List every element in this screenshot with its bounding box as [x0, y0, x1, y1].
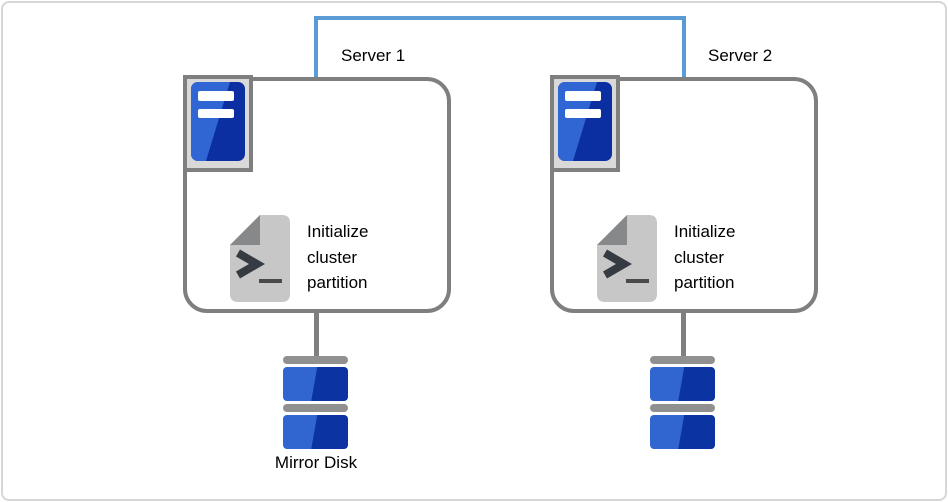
script-action-label: Initialize cluster partition: [674, 222, 736, 292]
disk-label: Mirror Disk: [274, 453, 358, 472]
disk-platter: [283, 367, 348, 401]
disk-platter: [650, 415, 715, 449]
server-node-1: Server 1: [183, 0, 451, 502]
disk-connector-line: [681, 311, 686, 358]
server-tower-icon: [191, 81, 245, 166]
disk-separator: [283, 404, 348, 412]
script-terminal-icon: [230, 215, 290, 302]
server-interconnect-line: [314, 16, 686, 77]
disk-platter: [650, 367, 715, 401]
server-badge: [550, 75, 620, 172]
script-action-label: Initialize cluster partition: [307, 222, 369, 292]
server-node-2: Server 2: [550, 0, 818, 502]
server-name-label: Server 2: [708, 46, 773, 65]
server-tower-icon: [558, 81, 612, 166]
disk-separator: [650, 404, 715, 412]
server-name-label: Server 1: [341, 46, 406, 65]
script-terminal-icon: [597, 215, 657, 302]
disk-cap: [650, 356, 715, 364]
disk-cap: [283, 356, 348, 364]
disk-platter: [283, 415, 348, 449]
disk-connector-line: [314, 311, 319, 358]
disk-stack-icon: [283, 356, 348, 452]
server-badge: [183, 75, 253, 172]
disk-stack-icon: [650, 356, 715, 452]
